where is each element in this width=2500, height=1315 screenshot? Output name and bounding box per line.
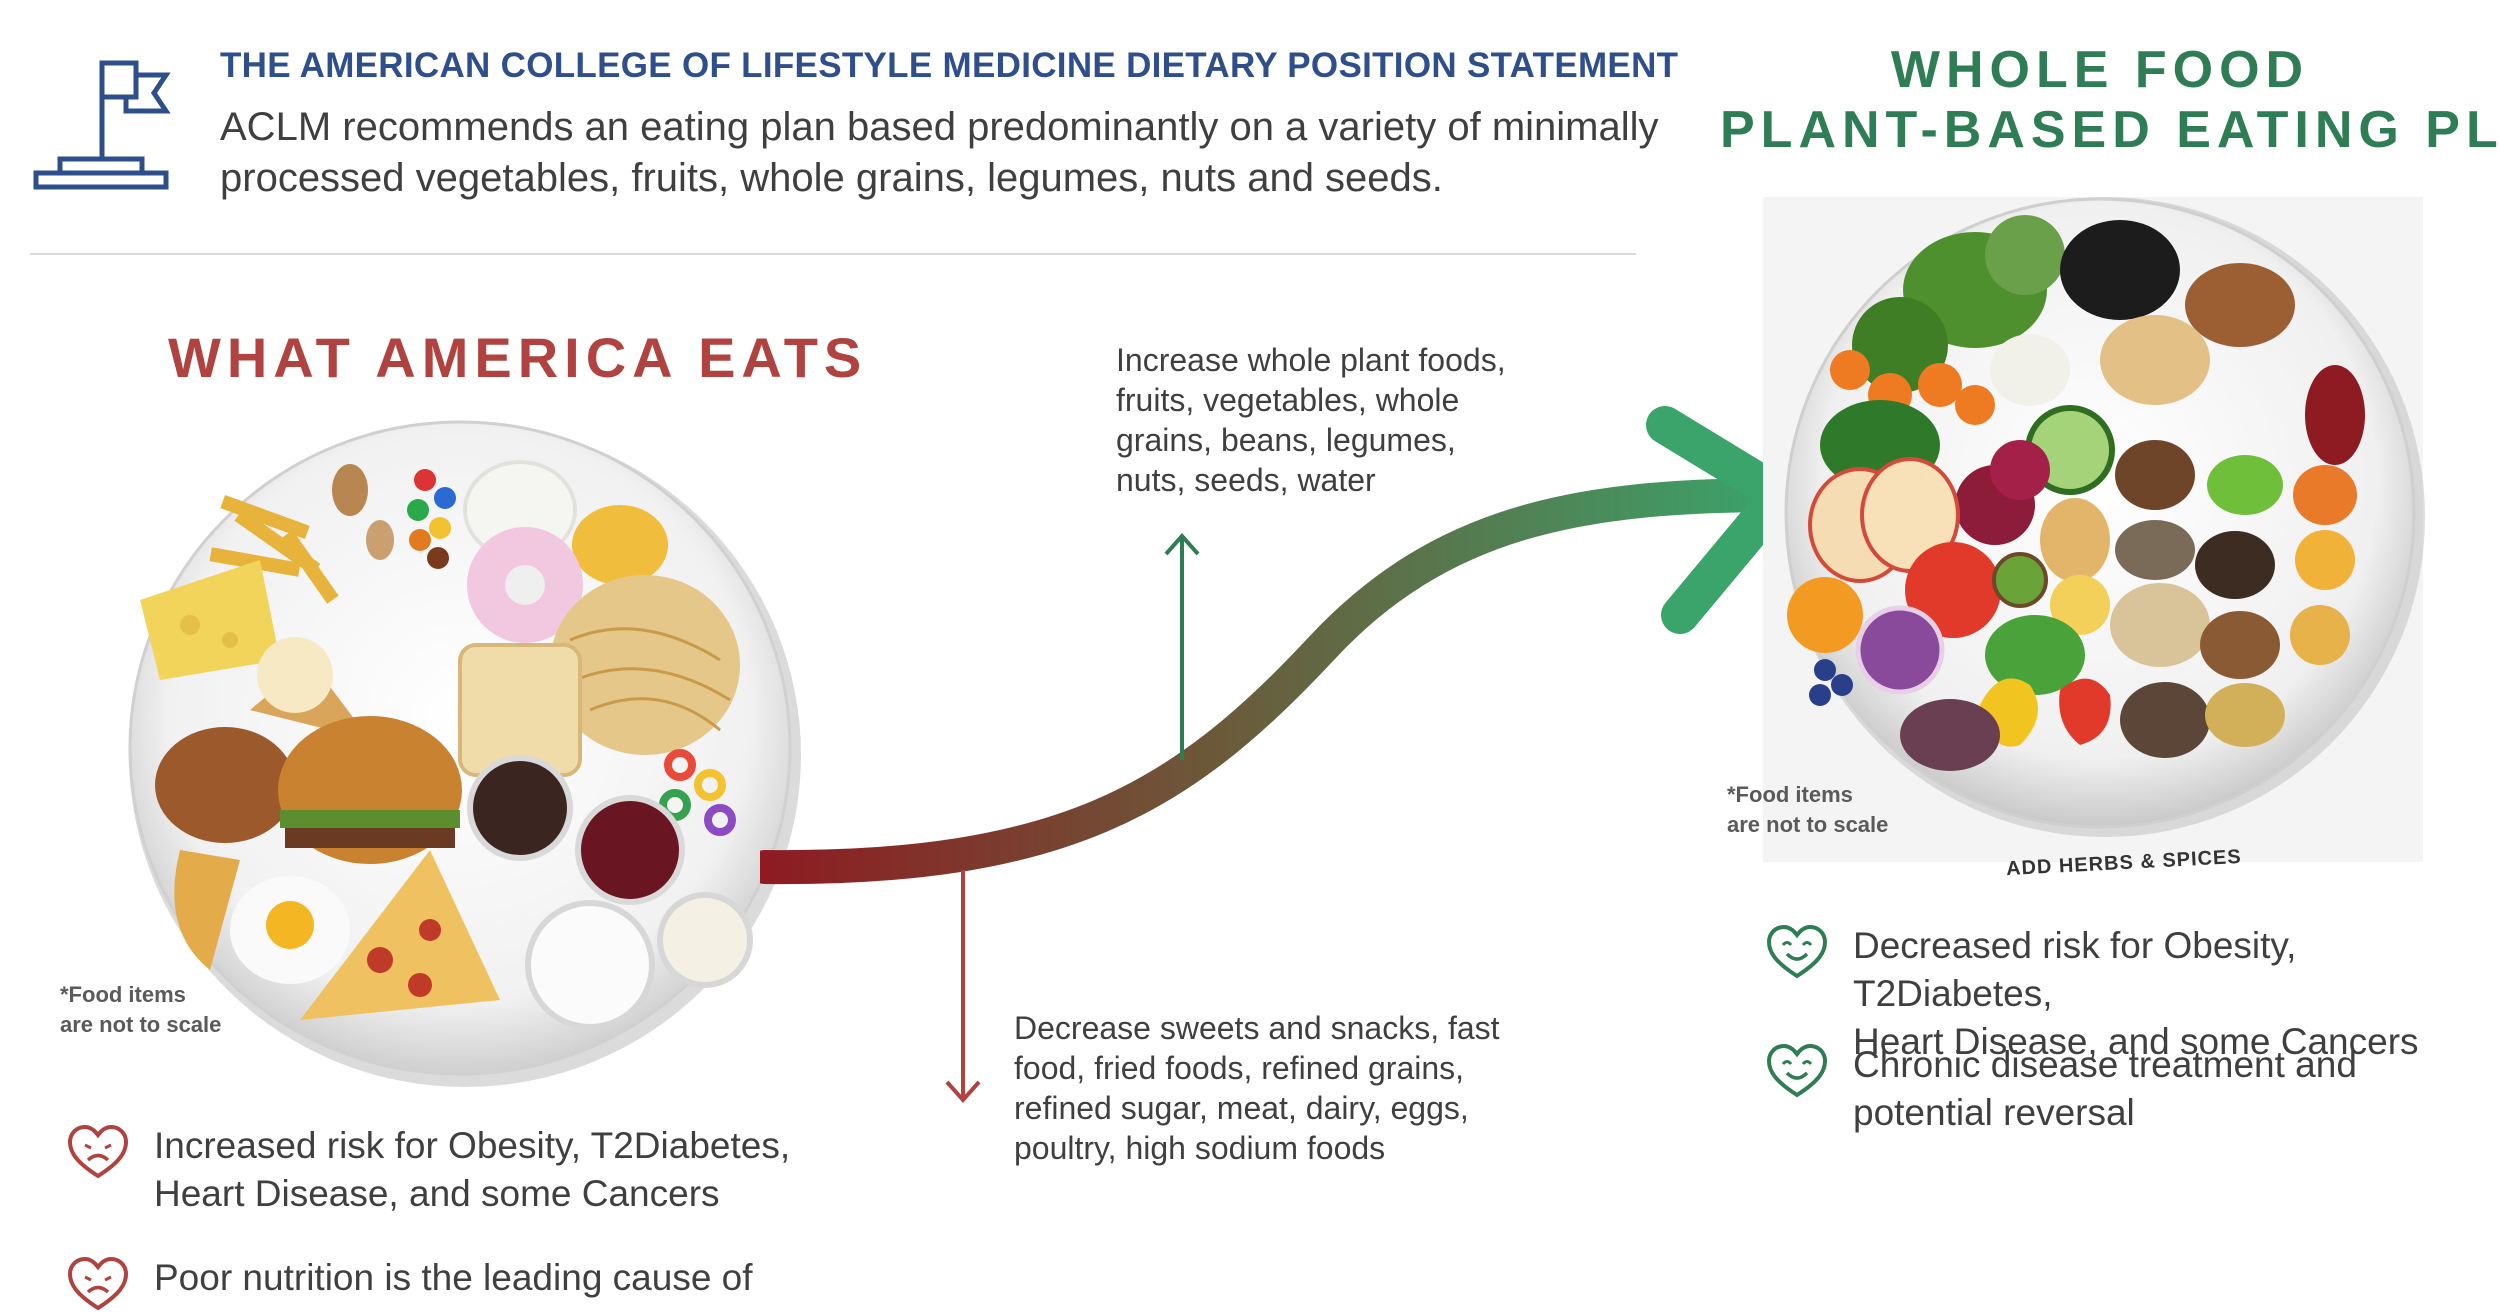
heart-smile-icon	[1766, 1043, 1828, 1098]
wfpb-benefit-item: Chronic disease treatment and potential …	[1765, 1041, 2485, 1137]
wfpb-scale-note: *Food items are not to scale	[1727, 782, 1889, 837]
america-risk-item: Poor nutrition is the leading cause of	[66, 1254, 826, 1312]
wfpb-benefit-item: Decreased risk for Obesity, T2Diabetes, …	[1765, 922, 2485, 1066]
heart-frown-icon	[67, 1124, 129, 1179]
what-america-eats-title: WHAT AMERICA EATS	[168, 326, 868, 389]
plant-based-plate-image	[1784, 197, 2425, 837]
heart-smile-icon	[1766, 924, 1828, 979]
america-risk-item: Increased risk for Obesity, T2Diabetes, …	[66, 1122, 826, 1218]
heart-frown-icon	[67, 1256, 129, 1311]
american-diet-plate-image	[128, 420, 801, 1087]
increase-text: Increase whole plant foods, fruits, vege…	[1116, 342, 1506, 498]
header-divider	[30, 253, 1636, 255]
wfpb-title-line2: PLANT-BASED EATING PLAN	[1720, 101, 2500, 159]
increase-arrow-icon	[1164, 532, 1200, 760]
decrease-arrow-icon	[945, 870, 981, 1104]
america-scale-note: *Food items are not to scale	[60, 982, 222, 1037]
wfpb-title-line1: WHOLE FOOD	[1890, 41, 2310, 99]
decrease-text: Decrease sweets and snacks, fast food, f…	[1014, 1010, 1500, 1166]
position-statement-text: ACLM recommends an eating plan based pre…	[220, 105, 1659, 200]
position-statement-title: THE AMERICAN COLLEGE OF LIFESTYLE MEDICI…	[220, 46, 1679, 85]
flag-podium-icon	[33, 60, 171, 190]
